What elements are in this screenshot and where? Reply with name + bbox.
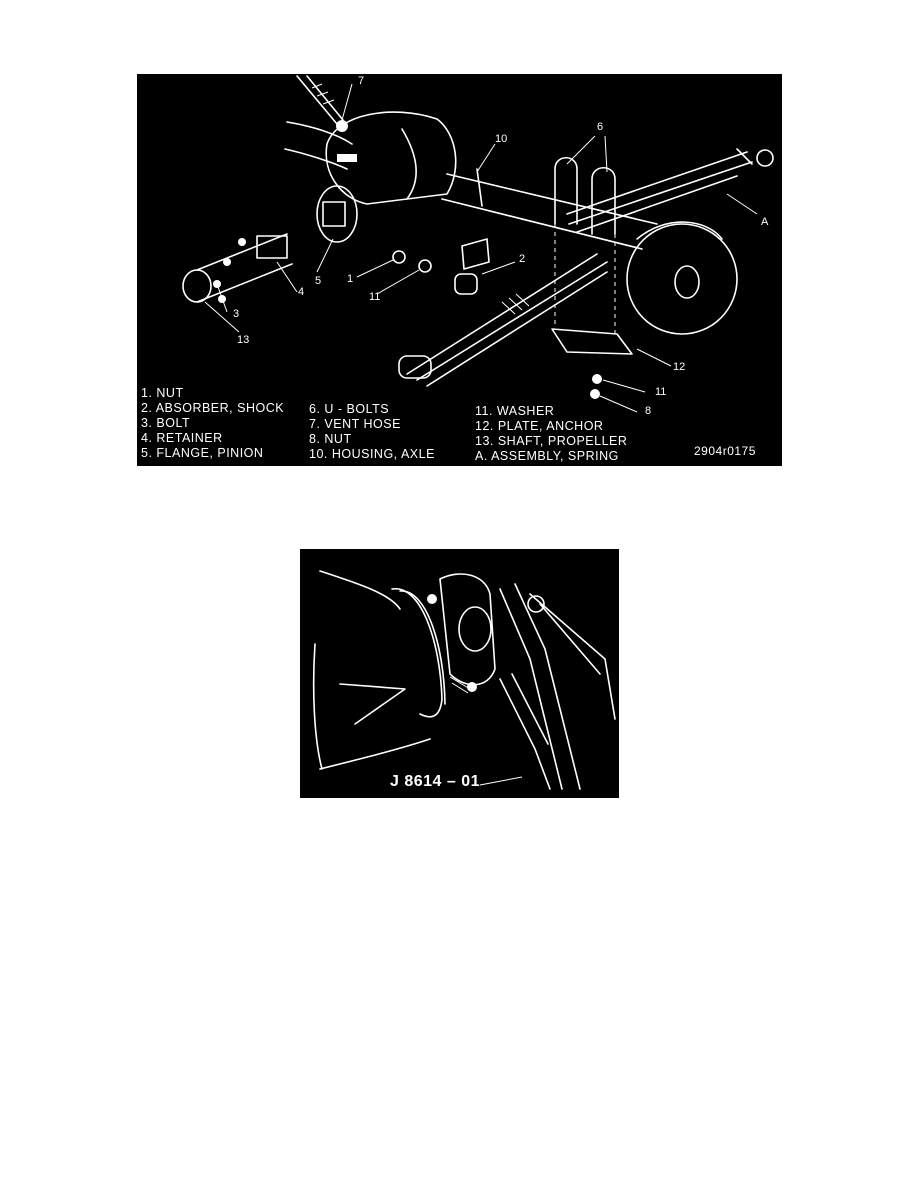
legend-item: 8. NUT — [309, 432, 352, 446]
callout-12: 12 — [673, 361, 686, 373]
anchor-plate — [551, 328, 633, 399]
tool-number-label: J 8614 – 01 — [390, 773, 481, 790]
callout-6: 6 — [597, 121, 604, 133]
callout-a: A — [761, 216, 769, 228]
leaf-spring-upper — [566, 148, 774, 233]
callout-10: 10 — [495, 133, 508, 145]
legend-item: 1. NUT — [141, 386, 184, 400]
flange-holder-drawing — [312, 570, 616, 790]
leaf-spring-lower — [398, 253, 608, 387]
propeller-shaft — [182, 233, 293, 303]
brake-drum — [626, 221, 738, 335]
legend-item: 10. HOUSING, AXLE — [309, 447, 435, 461]
callout-4: 4 — [298, 286, 305, 298]
legend-item: A. ASSEMBLY, SPRING — [475, 449, 619, 463]
shock-absorber-parts — [392, 238, 490, 295]
legend-item: 2. ABSORBER, SHOCK — [141, 401, 285, 415]
callout-8: 8 — [645, 405, 652, 417]
axle-housing — [312, 570, 431, 770]
callout-7: 7 — [358, 75, 365, 87]
rear-axle-exploded-diagram: 7 10 6 A 2 1 11 5 4 3 13 12 11 8 1. NUT … — [137, 74, 782, 466]
leader-lines — [204, 83, 758, 413]
legend-item: 4. RETAINER — [141, 431, 223, 445]
pinion-yoke — [427, 573, 496, 694]
legend-column-1: 1. NUT 2. ABSORBER, SHOCK 3. BOLT 4. RET… — [141, 386, 284, 461]
u-bolts — [554, 156, 616, 334]
rear-axle-drawing — [182, 75, 774, 413]
callout-5: 5 — [315, 275, 322, 287]
legend-item: 7. VENT HOSE — [309, 417, 401, 431]
vent-hose — [296, 75, 348, 132]
legend-item: 12. PLATE, ANCHOR — [475, 419, 604, 433]
flange-ring — [391, 588, 446, 718]
legend-item: 11. WASHER — [475, 404, 555, 418]
figure-id: 2904r0175 — [694, 444, 756, 458]
tool-leader-line — [479, 776, 523, 786]
callout-1: 1 — [347, 273, 354, 285]
callout-11b: 11 — [655, 386, 667, 398]
differential-carrier — [284, 111, 457, 205]
legend-item: 5. FLANGE, PINION — [141, 446, 264, 460]
legend-item: 3. BOLT — [141, 416, 191, 430]
callout-11a: 11 — [369, 291, 381, 303]
legend-column-3: 11. WASHER 12. PLATE, ANCHOR 13. SHAFT, … — [475, 404, 627, 464]
callout-3: 3 — [233, 308, 240, 320]
pinion-flange — [316, 185, 358, 243]
flange-holder-tool-photo: J 8614 – 01 — [300, 549, 619, 798]
holding-tool — [499, 583, 616, 790]
legend-item: 6. U - BOLTS — [309, 402, 390, 416]
legend-item: 13. SHAFT, PROPELLER — [475, 434, 628, 448]
callout-13: 13 — [237, 334, 250, 346]
legend-column-2: 6. U - BOLTS 7. VENT HOSE 8. NUT 10. HOU… — [309, 402, 435, 462]
callout-2: 2 — [519, 253, 526, 265]
axle-housing-tube — [441, 168, 658, 250]
